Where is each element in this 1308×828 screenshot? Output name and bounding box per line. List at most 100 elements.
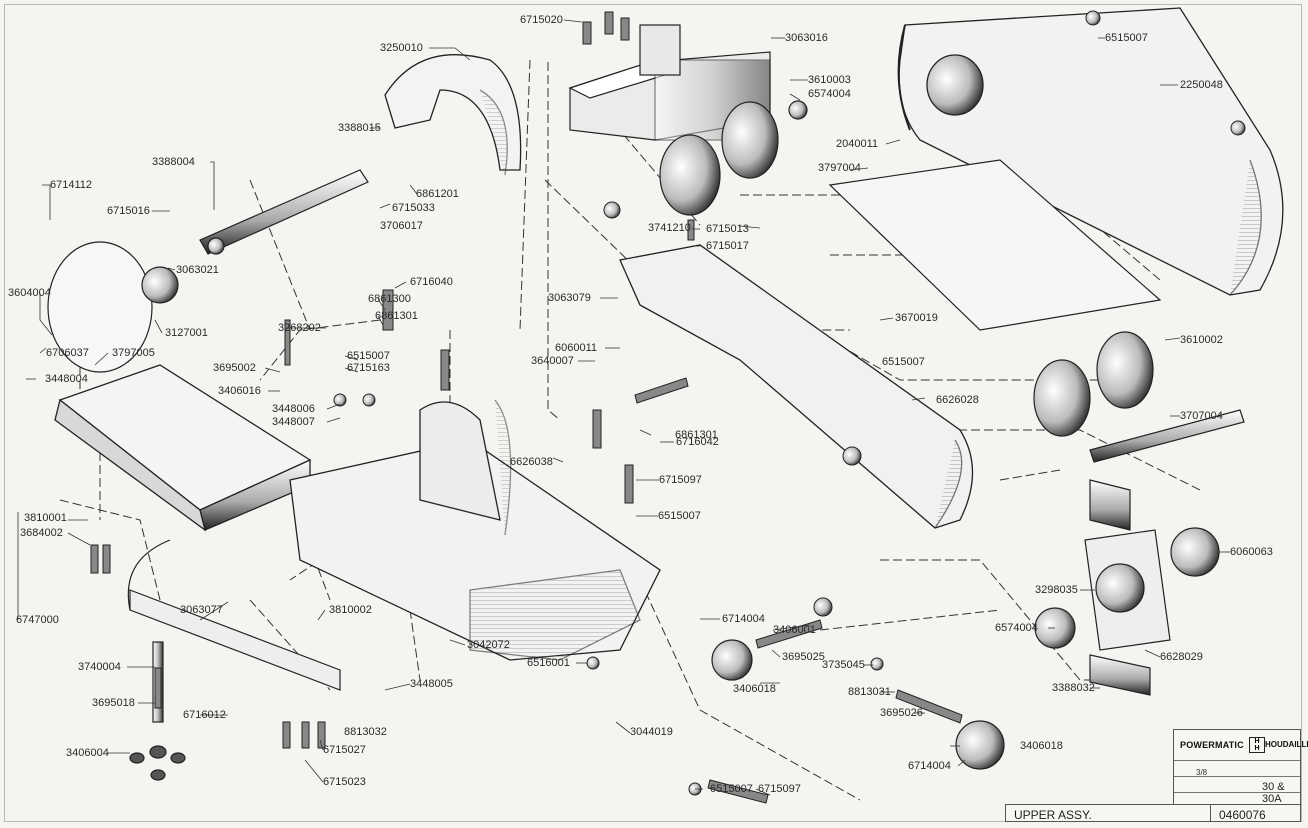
part-label-3448007: 3448007 xyxy=(272,416,315,428)
part-label-6715097: 6715097 xyxy=(758,783,801,795)
part-label-3448006: 3448006 xyxy=(272,403,315,415)
part-label-6714004: 6714004 xyxy=(908,760,951,772)
part-label-6715017: 6715017 xyxy=(706,240,749,252)
part-label-3448004: 3448004 xyxy=(45,373,88,385)
part-label-8813031: 8813031 xyxy=(848,686,891,698)
part-label-6515007: 6515007 xyxy=(882,356,925,368)
part-label-6716012: 6716012 xyxy=(183,709,226,721)
knob-3406018-a xyxy=(711,639,753,681)
fasteners xyxy=(90,10,1246,804)
part-label-3610003: 3610003 xyxy=(808,74,851,86)
slide-rail xyxy=(127,539,341,691)
shaft-3707004 xyxy=(1089,409,1245,463)
part-label-3406018: 3406018 xyxy=(733,683,776,695)
part-label-3707004: 3707004 xyxy=(1180,410,1223,422)
part-label-3640007: 3640007 xyxy=(531,355,574,367)
title-block-rule xyxy=(1174,792,1300,793)
part-label-3406004: 3406004 xyxy=(66,747,109,759)
part-label-2250048: 2250048 xyxy=(1180,79,1223,91)
part-label-6515007: 6515007 xyxy=(710,783,753,795)
part-label-6626028: 6626028 xyxy=(936,394,979,406)
part-label-3741210: 3741210 xyxy=(648,222,691,234)
part-label-6715097: 6715097 xyxy=(659,474,702,486)
handwheel-star xyxy=(129,641,186,781)
part-label-3063077: 3063077 xyxy=(180,604,223,616)
part-label-3695002: 3695002 xyxy=(213,362,256,374)
part-label-3127001: 3127001 xyxy=(165,327,208,339)
part-label-6714004: 6714004 xyxy=(722,613,765,625)
part-label-3406016: 3406016 xyxy=(218,385,261,397)
part-label-3448005: 3448005 xyxy=(410,678,453,690)
part-label-3740004: 3740004 xyxy=(78,661,121,673)
part-label-3695025: 3695025 xyxy=(782,651,825,663)
sheet-border xyxy=(4,4,1302,822)
title-block-rule xyxy=(1174,760,1300,761)
part-label-3810001: 3810001 xyxy=(24,512,67,524)
part-label-3670019: 3670019 xyxy=(895,312,938,324)
part-label-3610002: 3610002 xyxy=(1180,334,1223,346)
part-label-3695018: 3695018 xyxy=(92,697,135,709)
disc-guard xyxy=(384,54,522,176)
part-label-6861301: 6861301 xyxy=(675,429,718,441)
drawing-part-number: 0460076 xyxy=(1219,808,1266,822)
part-label-6515007: 6515007 xyxy=(347,350,390,362)
part-label-6716040: 6716040 xyxy=(410,276,453,288)
name-block-divider xyxy=(1210,805,1211,821)
belt-guard-frame xyxy=(897,7,1284,296)
part-label-3388015: 3388015 xyxy=(338,122,381,134)
part-label-3044019: 3044019 xyxy=(630,726,673,738)
part-label-6706037: 6706037 xyxy=(46,347,89,359)
scale-value: 3/8 xyxy=(1196,768,1208,777)
part-label-3042072: 3042072 xyxy=(467,639,510,651)
part-label-6516001: 6516001 xyxy=(527,657,570,669)
part-label-6060063: 6060063 xyxy=(1230,546,1273,558)
brand-name: POWERMATIC xyxy=(1180,740,1244,750)
sanding-disc xyxy=(47,241,179,373)
part-label-3604004: 3604004 xyxy=(8,287,51,299)
drawing-name-block: UPPER ASSY. 0460076 xyxy=(1005,804,1301,822)
part-label-3797004: 3797004 xyxy=(818,162,861,174)
part-label-6060011: 6060011 xyxy=(555,342,598,354)
part-label-6747000: 6747000 xyxy=(16,614,59,626)
drawing-title: UPPER ASSY. xyxy=(1014,808,1092,822)
part-label-6715033: 6715033 xyxy=(392,202,435,214)
knob-3406018-b xyxy=(955,720,1005,770)
part-label-6861301: 6861301 xyxy=(375,310,418,322)
part-label-3298035: 3298035 xyxy=(1035,584,1078,596)
part-label-6716042: 6716042 xyxy=(676,436,719,448)
part-label-6715023: 6715023 xyxy=(323,776,366,788)
part-label-3695026: 3695026 xyxy=(880,707,923,719)
base-casting xyxy=(289,399,661,661)
part-label-6626038: 6626038 xyxy=(510,456,553,468)
part-label-3810002: 3810002 xyxy=(329,604,372,616)
part-label-3406018: 3406018 xyxy=(1020,740,1063,752)
part-label-3797005: 3797005 xyxy=(112,347,155,359)
drive-roller-lower xyxy=(1033,331,1154,437)
motor-mount-block xyxy=(568,24,771,141)
part-label-6715016: 6715016 xyxy=(107,205,150,217)
part-label-6515007: 6515007 xyxy=(1105,32,1148,44)
part-label-3268202: 3268202 xyxy=(278,322,321,334)
part-label-6861201: 6861201 xyxy=(416,188,459,200)
part-label-3063016: 3063016 xyxy=(785,32,828,44)
part-label-3063021: 3063021 xyxy=(176,264,219,276)
main-frame-casting xyxy=(619,244,974,529)
part-label-3684002: 3684002 xyxy=(20,527,63,539)
part-label-3250010: 3250010 xyxy=(380,42,423,54)
part-label-6715013: 6715013 xyxy=(706,223,749,235)
part-label-3406001: 3406001 xyxy=(773,624,816,636)
tilting-table xyxy=(54,364,312,532)
part-label-6574004: 6574004 xyxy=(808,88,851,100)
part-label-6861300: 6861300 xyxy=(368,293,411,305)
part-label-3735045: 3735045 xyxy=(822,659,865,671)
part-label-6714112: 6714112 xyxy=(50,179,93,191)
part-label-3388032: 3388032 xyxy=(1052,682,1095,694)
part-label-3388004: 3388004 xyxy=(152,156,195,168)
part-label-6715163: 6715163 xyxy=(347,362,390,374)
part-label-8813032: 8813032 xyxy=(344,726,387,738)
bearing-block xyxy=(1034,479,1220,696)
part-label-6574004: 6574004 xyxy=(995,622,1038,634)
